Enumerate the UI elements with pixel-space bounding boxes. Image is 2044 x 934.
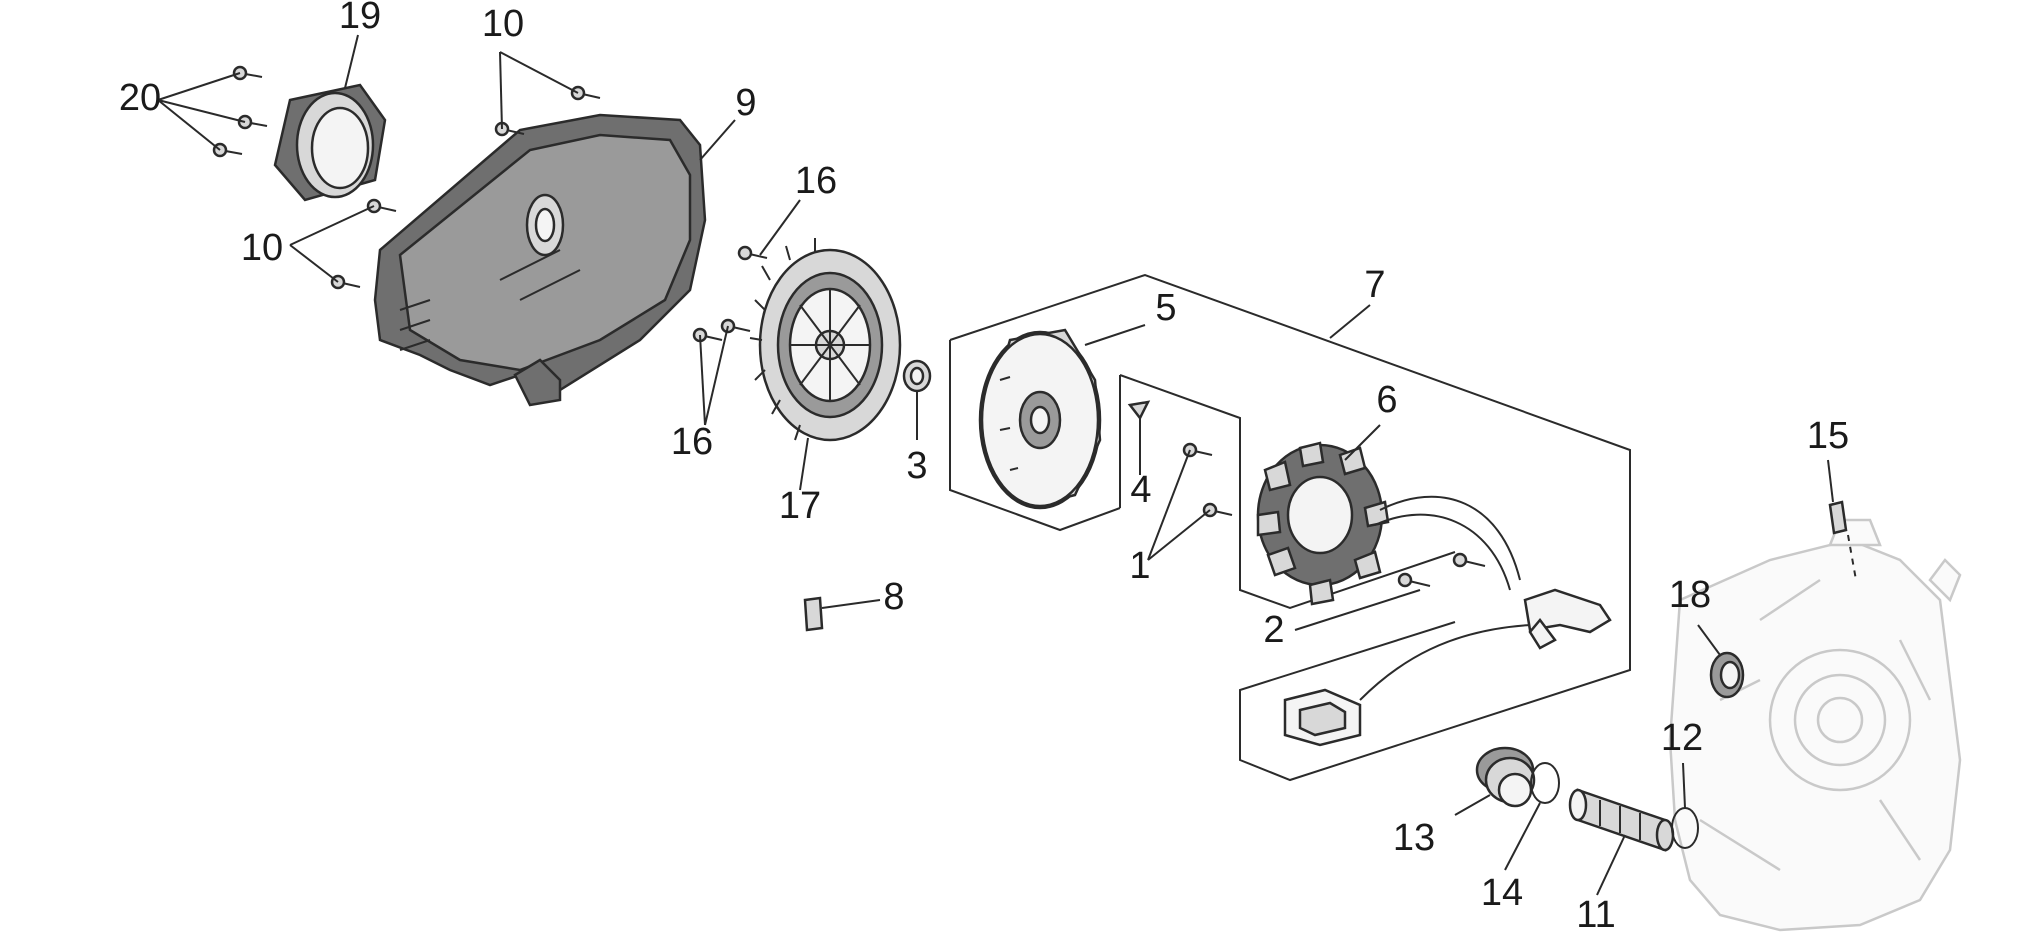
woodruff-key-4: [1127, 400, 1151, 421]
callout-8: 8: [883, 576, 904, 618]
callout-16-bottom: 16: [671, 421, 713, 463]
stator-6: [1256, 441, 1521, 606]
flywheel-nut-3: [902, 359, 932, 393]
callout-6: 6: [1376, 379, 1397, 421]
plug-13: [1475, 746, 1536, 808]
screws-20: [212, 65, 268, 158]
callout-12: 12: [1661, 717, 1703, 759]
callout-2: 2: [1263, 609, 1284, 651]
callout-14: 14: [1481, 872, 1523, 914]
kit-outline-7: [949, 273, 1631, 782]
callout-10-top: 10: [482, 3, 524, 45]
flywheel-cover-9: [373, 113, 707, 407]
callout-16-top: 16: [795, 160, 837, 202]
clip-15: [1828, 500, 1857, 581]
pickup-coil-2: [1283, 552, 1612, 747]
callout-4: 4: [1130, 469, 1151, 511]
callout-7: 7: [1364, 264, 1385, 306]
callout-18: 18: [1669, 574, 1711, 616]
callout-19: 19: [339, 0, 381, 37]
o-ring-14: [1530, 762, 1560, 804]
callout-17: 17: [779, 485, 821, 527]
leader-lines: [157, 34, 1834, 896]
callout-11: 11: [1576, 894, 1615, 934]
callout-5: 5: [1155, 287, 1176, 329]
callout-20: 20: [119, 77, 161, 119]
cooling-fan-17: [749, 238, 902, 442]
callout-10-left: 10: [241, 227, 283, 269]
intake-ring-19: [273, 83, 387, 202]
callout-13: 13: [1393, 817, 1435, 859]
key-block-8: [803, 596, 824, 632]
screws-16: [692, 245, 768, 343]
callout-1: 1: [1129, 545, 1150, 587]
oil-seal-18: [1709, 651, 1745, 699]
callout-9: 9: [735, 82, 756, 124]
callout-labels: 20 19 10 9 10 16 16 17 3 5 7 6 4 1 2 8 1…: [119, 0, 1849, 934]
crankcase-housing: [1668, 518, 1962, 932]
callout-15: 15: [1807, 415, 1849, 457]
callout-3: 3: [906, 445, 927, 487]
screws-1: [1182, 442, 1233, 518]
flywheel-rotor-5: [978, 328, 1102, 510]
